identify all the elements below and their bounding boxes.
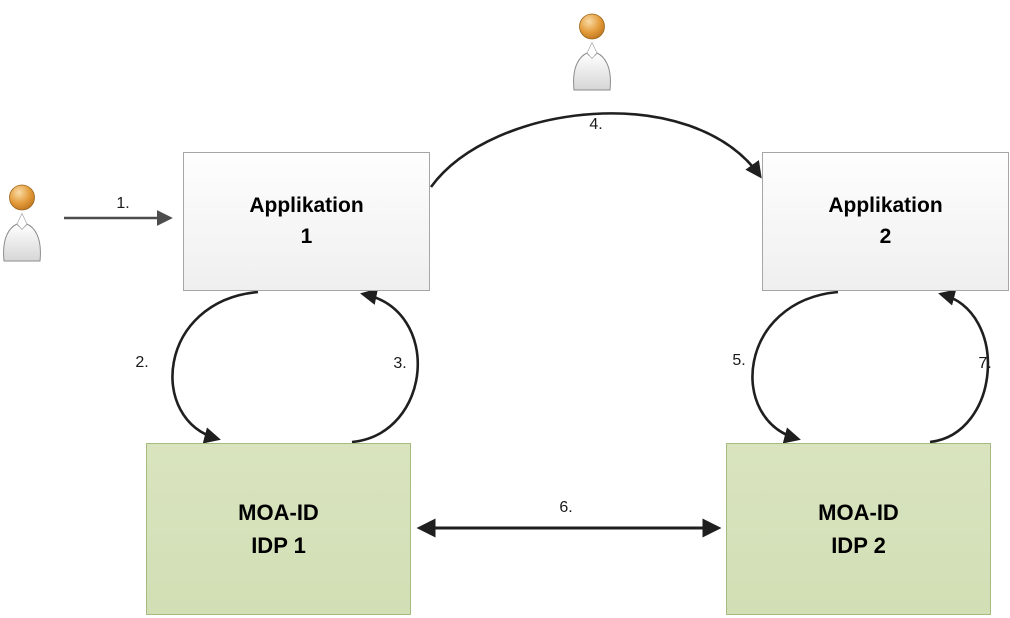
step-label-7: 7. <box>978 355 992 372</box>
node-moa-id-idp-2-line2: IDP 2 <box>831 533 886 558</box>
user-icon-left <box>3 184 41 262</box>
user-icon-top <box>573 13 611 91</box>
arrow-step-4 <box>429 112 762 188</box>
arrow-step-5 <box>751 290 839 444</box>
step-label-4: 4. <box>589 116 603 133</box>
arrow-step-3 <box>351 288 420 444</box>
node-moa-id-idp-2: MOA-ID IDP 2 <box>726 443 991 615</box>
node-applikation-1-line2: 1 <box>300 224 313 248</box>
node-moa-id-idp-1-line1: MOA-ID <box>238 500 319 525</box>
step-label-2: 2. <box>135 354 149 371</box>
arrow-step-7 <box>929 289 990 444</box>
node-moa-id-idp-1: MOA-ID IDP 1 <box>146 443 411 615</box>
arrow-step-2 <box>171 290 259 444</box>
step-label-5: 5. <box>732 352 746 369</box>
step-label-1: 1. <box>116 195 130 212</box>
node-applikation-2-line2: 2 <box>879 224 892 248</box>
step-label-6: 6. <box>559 499 573 516</box>
node-moa-id-idp-1-line2: IDP 1 <box>251 533 306 558</box>
step-label-3: 3. <box>393 355 407 372</box>
node-applikation-2-line1: Applikation <box>828 194 943 218</box>
node-moa-id-idp-2-line1: MOA-ID <box>818 500 899 525</box>
node-applikation-2: Applikation 2 <box>762 152 1009 291</box>
node-applikation-1: Applikation 1 <box>183 152 430 291</box>
node-applikation-1-line1: Applikation <box>249 194 364 218</box>
